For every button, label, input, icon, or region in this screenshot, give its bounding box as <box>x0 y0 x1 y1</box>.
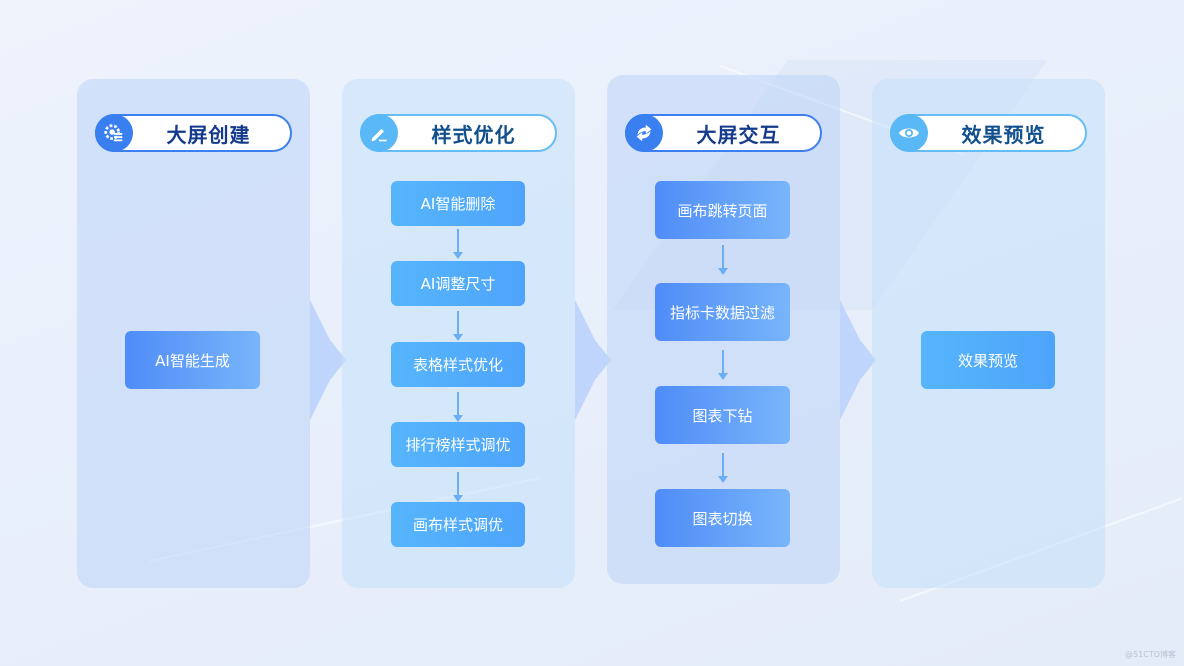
stage-header: 效果预览 <box>890 114 1087 152</box>
refresh-arrows-icon <box>625 114 663 152</box>
pencil-icon <box>360 114 398 152</box>
stage-header: 大屏交互 <box>625 114 822 152</box>
stage-column-interaction: 大屏交互 画布跳转页面 指标卡数据过滤 图表下钻 图表切换 <box>607 75 840 584</box>
watermark: @51CTO博客 <box>1125 650 1176 659</box>
eye-icon <box>890 114 928 152</box>
arrow-down-icon <box>718 350 728 380</box>
flow-chevron-icon <box>310 300 346 420</box>
step-box[interactable]: 指标卡数据过滤 <box>655 283 790 341</box>
stage-column-create: 大屏创建 AI智能生成 <box>77 79 310 588</box>
stage-column-style: 样式优化 AI智能删除 AI调整尺寸 表格样式优化 排行榜样式调优 画布样式调优 <box>342 79 575 588</box>
step-box[interactable]: 画布样式调优 <box>391 502 525 547</box>
arrow-down-icon <box>718 245 728 275</box>
stage-title: 大屏创建 <box>166 122 251 147</box>
arrow-down-icon <box>453 311 463 341</box>
flow-chevron-icon <box>575 300 611 420</box>
step-box[interactable]: 表格样式优化 <box>391 342 525 387</box>
stage-header: 大屏创建 <box>95 114 292 152</box>
stage-title: 效果预览 <box>961 122 1046 147</box>
step-box[interactable]: AI智能删除 <box>391 181 525 226</box>
stage-title: 大屏交互 <box>696 122 781 147</box>
step-box[interactable]: 画布跳转页面 <box>655 181 790 239</box>
step-box[interactable]: 效果预览 <box>921 331 1055 389</box>
flow-chevron-icon <box>840 300 876 420</box>
arrow-down-icon <box>453 229 463 259</box>
arrow-down-icon <box>453 472 463 502</box>
step-box[interactable]: 图表下钻 <box>655 386 790 444</box>
step-box[interactable]: AI智能生成 <box>125 331 260 389</box>
stage-title: 样式优化 <box>431 122 516 147</box>
step-box[interactable]: 排行榜样式调优 <box>391 422 525 467</box>
gear-list-icon <box>95 114 133 152</box>
stage-header: 样式优化 <box>360 114 557 152</box>
step-box[interactable]: AI调整尺寸 <box>391 261 525 306</box>
step-box[interactable]: 图表切换 <box>655 489 790 547</box>
stage-column-preview: 效果预览 效果预览 <box>872 79 1105 588</box>
arrow-down-icon <box>718 453 728 483</box>
arrow-down-icon <box>453 392 463 422</box>
